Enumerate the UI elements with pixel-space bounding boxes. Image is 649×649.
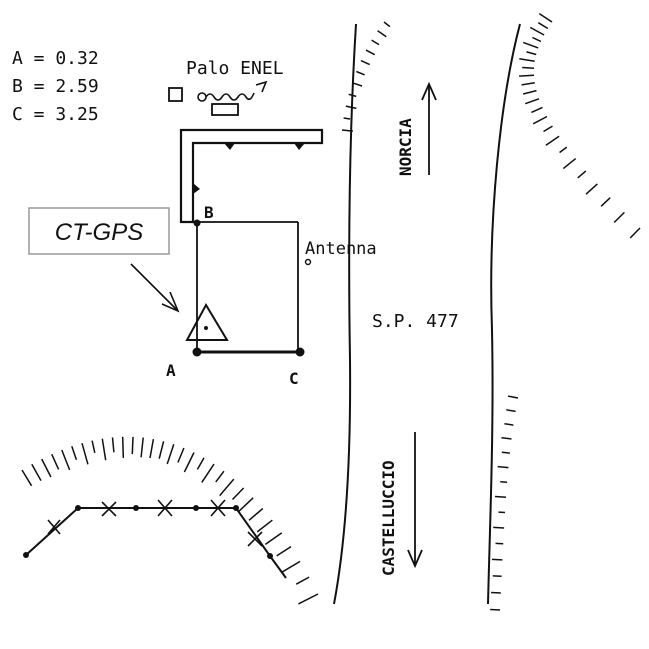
station-label: CT-GPS: [55, 219, 143, 246]
plot-boundary: [192, 219, 305, 357]
building-outline: [179, 128, 324, 224]
direction-norcia: NORCIA: [396, 81, 437, 176]
point-b-label: B: [204, 203, 214, 222]
measurement-legend: A = 0.32 B = 2.59 C = 3.25: [12, 48, 99, 125]
station-callout: CT-GPS: [28, 207, 180, 313]
road-sp477: S.P. 477: [333, 23, 521, 605]
fence-line: [23, 499, 287, 579]
castelluccio-label: CASTELLUCCIO: [379, 460, 398, 576]
road-label: S.P. 477: [372, 311, 459, 332]
antenna-label: Antenna: [305, 239, 377, 259]
antenna-marker: Antenna: [304, 239, 377, 266]
utility-pole-icon: Palo ENEL: [168, 58, 284, 116]
gps-station-triangle-icon: [185, 302, 229, 341]
direction-castelluccio: CASTELLUCCIO: [379, 432, 423, 576]
measurement-a: A = 0.32: [12, 48, 99, 69]
measurement-c: C = 3.25: [12, 104, 99, 125]
point-a-label: A: [166, 361, 176, 380]
measurement-b: B = 2.59: [12, 76, 99, 97]
palo-enel-label: Palo ENEL: [186, 58, 284, 79]
point-c-label: C: [289, 369, 299, 388]
slope-hatching: [21, 12, 641, 611]
norcia-label: NORCIA: [396, 118, 415, 176]
